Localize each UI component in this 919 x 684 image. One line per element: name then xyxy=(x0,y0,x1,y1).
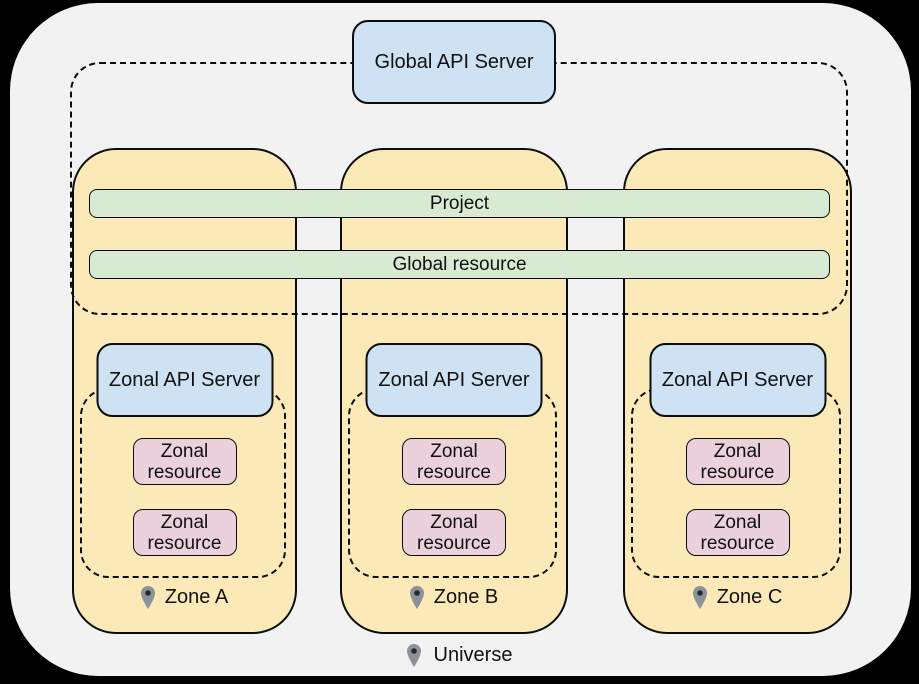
universe-label: Universe xyxy=(0,642,919,668)
project-bar-label: Project xyxy=(429,192,490,214)
zonal-api-server-label: Zonal API Server xyxy=(661,368,814,391)
zonal-api-server-label: Zonal API Server xyxy=(108,368,261,391)
location-pin-icon xyxy=(692,585,707,609)
global-api-server-label: Global API Server xyxy=(374,50,534,73)
zone-a-label: Zone A xyxy=(74,584,295,610)
zone-b-zonal-resource-box: Zonal resource xyxy=(402,509,506,556)
zone-a-zonal-resource-box: Zonal resource xyxy=(132,438,237,485)
zone-a-zonal-api-server-box: Zonal API Server xyxy=(96,343,273,417)
zone-b-label: Zone B xyxy=(342,584,566,610)
zone-c-zonal-api-server-box: Zonal API Server xyxy=(649,343,826,417)
location-pin-icon xyxy=(409,585,424,609)
zone-name: Zone A xyxy=(164,585,229,608)
zonal-api-server-label: Zonal API Server xyxy=(378,368,530,391)
zone-a-zonal-resource-box: Zonal resource xyxy=(132,509,237,556)
zone-b-zonal-api-server-box: Zonal API Server xyxy=(365,343,543,417)
zone-c-container: Zonal API Server Zonal resource Zonal re… xyxy=(623,148,852,634)
zone-name: Zone C xyxy=(716,585,783,608)
location-pin-icon xyxy=(140,585,155,609)
zone-a-container: Zonal API Server Zonal resource Zonal re… xyxy=(72,148,297,634)
zone-c-zonal-resource-box: Zonal resource xyxy=(685,438,790,485)
zone-b-container: Zonal API Server Zonal resource Zonal re… xyxy=(340,148,568,634)
zonal-resource-label: Zonal resource xyxy=(700,440,775,483)
zone-c-zonal-resource-box: Zonal resource xyxy=(685,509,790,556)
zone-name: Zone B xyxy=(433,585,499,608)
universe-name: Universe xyxy=(433,643,513,666)
project-bar: Project xyxy=(89,189,830,218)
global-resource-bar: Global resource xyxy=(89,250,830,279)
zone-b-zonal-resource-box: Zonal resource xyxy=(402,438,506,485)
zonal-resource-label: Zonal resource xyxy=(417,440,491,483)
zonal-resource-label: Zonal resource xyxy=(700,511,775,554)
global-api-server-box: Global API Server xyxy=(352,20,556,104)
zone-c-label: Zone C xyxy=(625,584,850,610)
location-pin-icon xyxy=(406,643,421,667)
global-resource-bar-label: Global resource xyxy=(392,253,527,275)
zonal-resource-label: Zonal resource xyxy=(417,511,491,554)
zonal-resource-label: Zonal resource xyxy=(147,511,222,554)
zonal-resource-label: Zonal resource xyxy=(147,440,222,483)
